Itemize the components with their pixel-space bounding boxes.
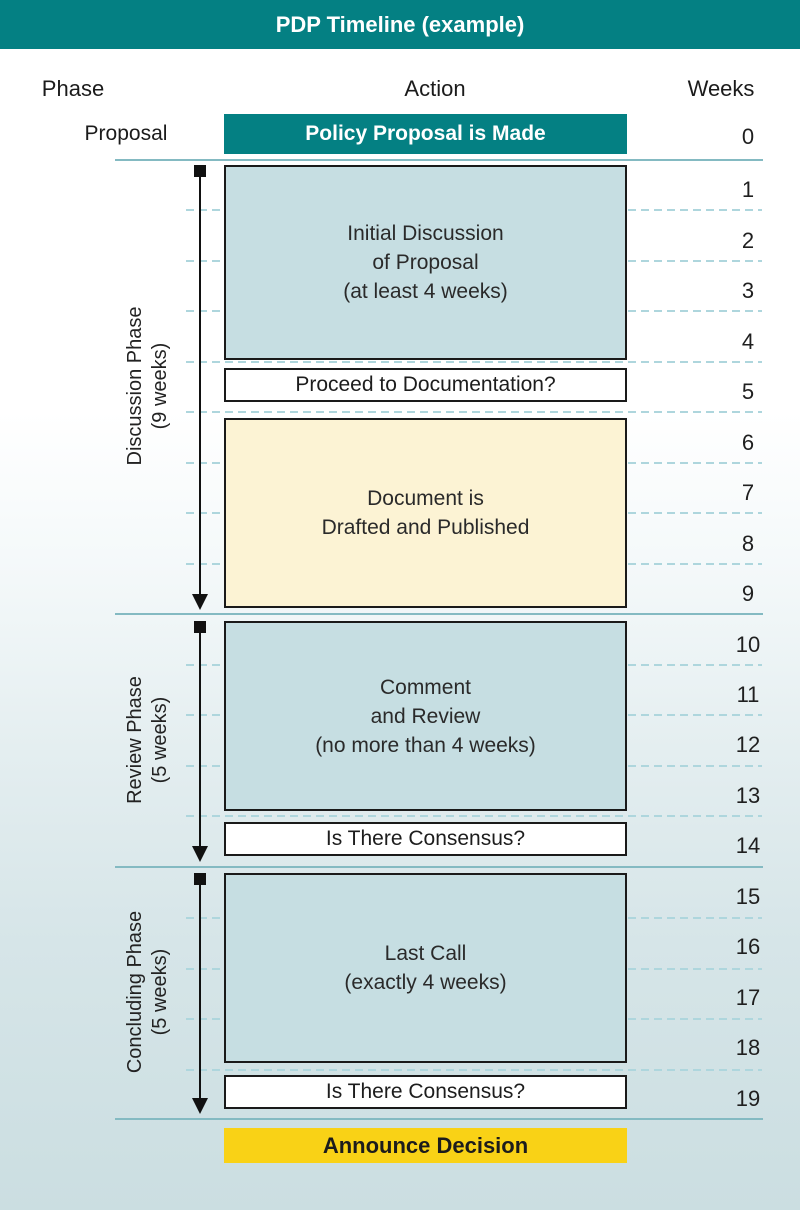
week-number-1: 1 [741,177,755,202]
week-number-14: 14 [735,833,761,858]
week-divider-dashed [186,361,762,363]
phase-label-review: Review Phase (5 weeks) [124,676,171,804]
week-number-19: 19 [735,1086,761,1111]
arrow-head-icon [192,1098,208,1114]
arrow-line [199,879,201,1100]
week-number-15: 15 [735,884,761,909]
week-number-2: 2 [741,228,755,253]
week-number-6: 6 [741,430,755,455]
decision-box-proceed-to-documentation: Proceed to Documentation? [224,368,627,402]
page-title: PDP Timeline (example) [275,11,525,37]
week-number-13: 13 [735,783,761,808]
week-number-7: 7 [741,480,755,505]
action-box-initial-discussion: Initial Discussion of Proposal (at least… [224,165,627,360]
phase-label-concluding: Concluding Phase (5 weeks) [124,910,171,1074]
proposal-action-bar: Policy Proposal is Made [224,114,627,154]
announce-decision-bar: Announce Decision [224,1128,627,1163]
arrow-line [199,627,201,848]
week-number-11: 11 [736,682,760,707]
week-number-12: 12 [735,732,761,757]
week-number-10: 10 [735,632,761,657]
arrow-line [199,171,201,596]
week-number-0: 0 [741,124,755,149]
phase-divider-line [115,1118,763,1120]
arrow-head-icon [192,594,208,610]
title-bar: PDP Timeline (example) [0,0,800,49]
arrow-head-icon [192,846,208,862]
week-number-3: 3 [741,278,755,303]
week-number-4: 4 [741,329,755,354]
phase-label-discussion: Discussion Phase (9 weeks) [124,306,171,466]
week-divider-dashed [186,1069,762,1071]
week-number-5: 5 [741,379,755,404]
week-number-17: 17 [735,985,761,1010]
week-number-16: 16 [735,934,761,959]
week-number-9: 9 [741,581,755,606]
decision-box-consensus-concluding: Is There Consensus? [224,1075,627,1109]
column-header-action: Action [404,76,466,101]
phase-divider-line [115,866,763,868]
action-box-comment-review: Comment and Review (no more than 4 weeks… [224,621,627,811]
decision-box-consensus-review: Is There Consensus? [224,822,627,856]
column-header-weeks: Weeks [687,76,755,101]
action-box-last-call: Last Call (exactly 4 weeks) [224,873,627,1063]
week-divider-dashed [186,411,762,413]
proposal-phase-label: Proposal [84,122,168,145]
phase-divider-line [115,159,763,161]
phase-divider-line [115,613,763,615]
action-box-document-drafted: Document is Drafted and Published [224,418,627,608]
column-header-phase: Phase [41,76,105,101]
week-number-8: 8 [741,531,755,556]
week-divider-dashed [186,815,762,817]
week-number-18: 18 [735,1035,761,1060]
